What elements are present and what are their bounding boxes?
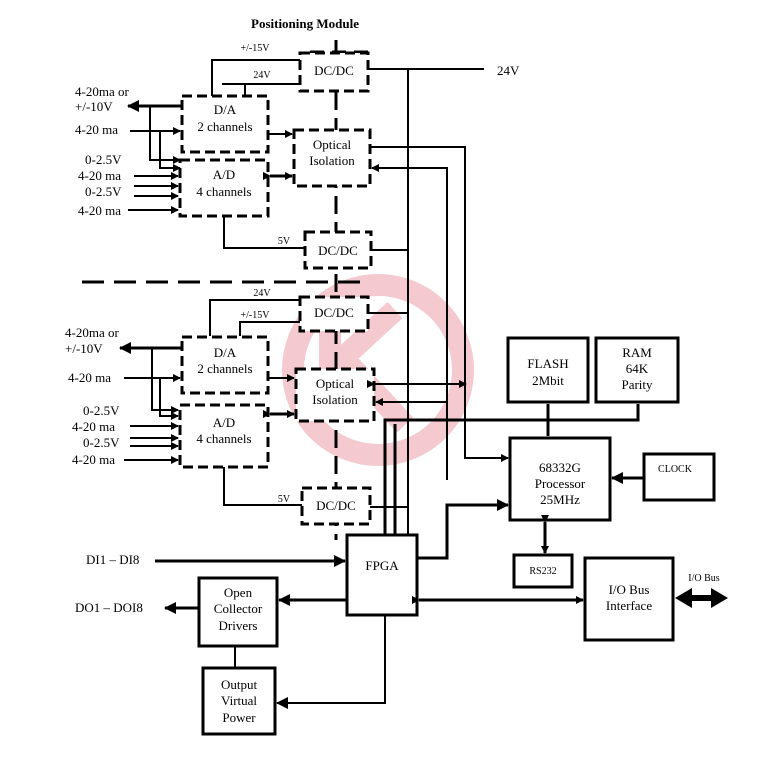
flash-box: [506, 336, 590, 404]
dcdc-label-4: DC/DC: [316, 498, 356, 513]
optical-box-1: [292, 128, 372, 188]
open-collector-label-3: Drivers: [219, 618, 258, 633]
open-collector-label-2: Collector: [214, 601, 263, 616]
ad-label-2: A/D: [213, 415, 235, 430]
dcdc-label-3: DC/DC: [314, 305, 354, 320]
da-box-1: [180, 94, 270, 154]
optical-sub-1: Isolation: [309, 153, 355, 168]
ad-in-2b: 4-20 ma: [72, 419, 115, 434]
ad-in-2c: 0-2.5V: [83, 435, 120, 450]
da-sub-1: 2 channels: [197, 119, 252, 134]
page-title: Positioning Module: [251, 16, 359, 31]
ram-size: 64K: [626, 361, 649, 376]
output-label-2b: +/-10V: [65, 341, 103, 356]
optical-sub-2: Isolation: [312, 392, 358, 407]
output-label-2a: 4-20ma or: [65, 325, 119, 340]
ad-label-1: A/D: [213, 167, 235, 182]
processor-label-2: Processor: [535, 476, 586, 491]
ad-in-1d: 4-20 ma: [78, 203, 121, 218]
io-bus-interface-box: [583, 556, 675, 642]
io-bus-interface-label-1: I/O Bus: [609, 582, 650, 597]
voltage-label-pm15-1: +/-15V: [241, 43, 271, 54]
rs232-box: [512, 553, 574, 589]
ad-in-1c: 0-2.5V: [85, 184, 122, 199]
flash-sub: 2Mbit: [532, 373, 564, 388]
ovp-label-3: Power: [222, 710, 256, 725]
clock-label: CLOCK: [658, 464, 693, 475]
dcdc-label-2: DC/DC: [318, 243, 358, 258]
clock-box: [642, 452, 716, 502]
dcdc-label-1: DC/DC: [314, 63, 354, 78]
channel-1: DC/DC +/-15V 24V 24V D/A 2 channels A/D …: [75, 43, 520, 540]
input-420-label-1: 4-20 ma: [75, 122, 118, 137]
ram-label: RAM: [622, 345, 652, 360]
voltage-label-24-2: 24V: [253, 288, 271, 299]
ad-in-1b: 4-20 ma: [78, 168, 121, 183]
ad-sub-2: 4 channels: [196, 431, 251, 446]
da-box-2: [180, 335, 270, 395]
output-label-1b: +/-10V: [75, 99, 113, 114]
flash-label: FLASH: [527, 356, 568, 371]
open-collector-label-1: Open: [224, 585, 253, 600]
voltage-label-24-1: 24V: [253, 70, 271, 81]
optical-label-1: Optical: [313, 137, 352, 152]
ovp-label-1: Output: [221, 677, 258, 692]
voltage-label-5-1: 5V: [278, 236, 291, 247]
output-label-1a: 4-20ma or: [75, 84, 129, 99]
optical-label-2: Optical: [316, 376, 355, 391]
ram-box: [594, 336, 680, 404]
power-24v-label: 24V: [497, 63, 520, 78]
ad-in-1a: 0-2.5V: [85, 152, 122, 167]
do-label: DO1 – DOI8: [75, 600, 143, 615]
da-label-2: D/A: [214, 345, 237, 360]
processor-label-1: 68332G: [539, 460, 581, 475]
io-bus-label: I/O Bus: [688, 573, 720, 584]
voltage-label-pm15-2: +/-15V: [241, 310, 271, 321]
di-label: DI1 – DI8: [86, 552, 139, 567]
ad-in-2a: 0-2.5V: [83, 403, 120, 418]
processor-label-3: 25MHz: [540, 492, 580, 507]
ad-in-2d: 4-20 ma: [72, 452, 115, 467]
voltage-label-5-2: 5V: [278, 494, 291, 505]
input-420-label-2: 4-20 ma: [68, 370, 111, 385]
channel-2: DC/DC 24V +/-15V D/A 2 channels A/D 4 ch…: [65, 288, 467, 526]
open-collector-box: [197, 576, 279, 648]
ad-sub-1: 4 channels: [196, 184, 251, 199]
dcdc-box-1: [298, 51, 370, 93]
da-label-1: D/A: [214, 102, 237, 117]
ad-box-2: [178, 403, 270, 469]
fpga-box: [345, 533, 419, 617]
ovp-label-2: Virtual: [221, 693, 257, 708]
dcdc-box-4: [300, 486, 372, 526]
rs232-label: RS232: [529, 566, 556, 577]
fpga-label: FPGA: [365, 558, 399, 573]
dcdc-box-2: [303, 230, 373, 270]
processor-box: [508, 436, 612, 522]
io-bus-interface-label-2: Interface: [606, 598, 652, 613]
output-virtual-power-box: [201, 666, 277, 736]
ram-parity: Parity: [621, 377, 653, 392]
optical-box-2: [294, 367, 376, 423]
da-sub-2: 2 channels: [197, 361, 252, 376]
